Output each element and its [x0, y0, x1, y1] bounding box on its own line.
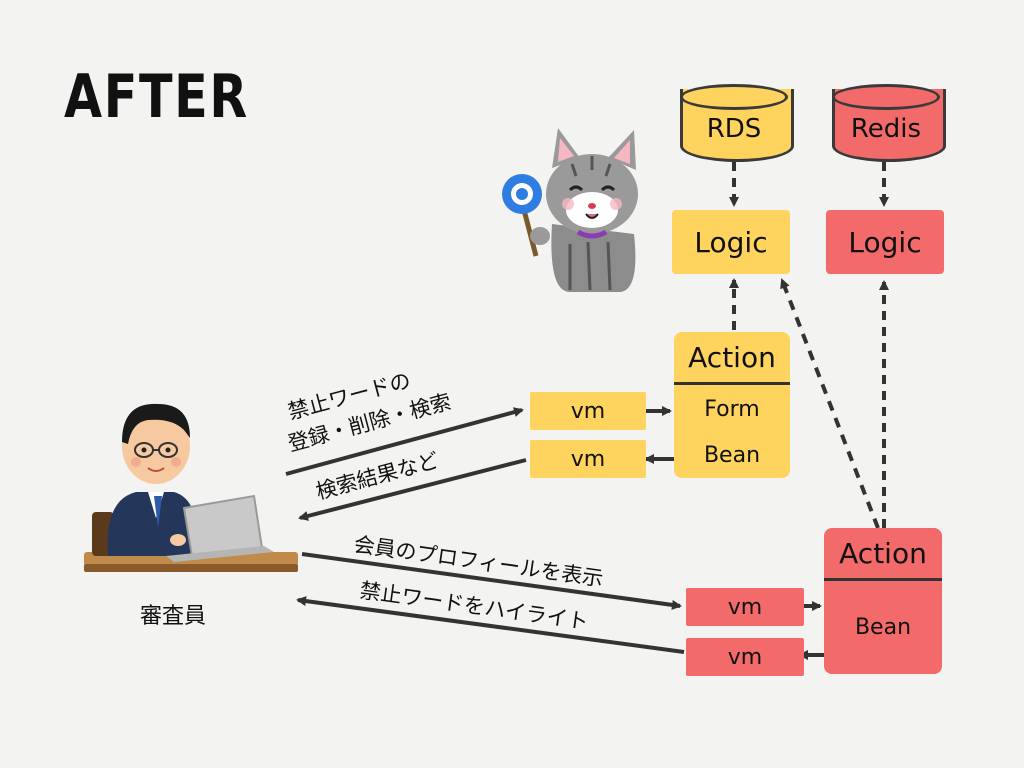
logic-box-yellow: Logic — [672, 210, 790, 274]
vm-box-red-request: vm — [686, 588, 804, 626]
action-box-red: Action Bean — [824, 528, 942, 674]
rds-label: RDS — [706, 114, 762, 144]
action-red-bean-row: Bean — [854, 614, 912, 640]
request-top-arrow — [285, 407, 524, 476]
action-yellow-form-row: Form — [704, 396, 760, 422]
reviewer-person-illustration — [84, 403, 298, 572]
action-red-header: Action — [824, 528, 942, 581]
vm-box-yellow-response: vm — [530, 440, 646, 478]
vm-box-yellow-request: vm — [530, 392, 646, 430]
action-yellow-bean-row: Bean — [703, 442, 761, 468]
action-red-to-logic-yellow-arrow — [780, 278, 880, 529]
response-bottom-arrow — [296, 596, 685, 654]
vm-box-red-response: vm — [686, 638, 804, 676]
slide-title: AFTER — [64, 62, 249, 132]
cat-mascot-illustration — [502, 128, 638, 292]
request-bottom-arrow — [301, 552, 682, 610]
action-yellow-header: Action — [674, 332, 790, 385]
reviewer-label: 審査員 — [140, 604, 207, 629]
rds-database: RDS — [680, 84, 794, 162]
redis-label: Redis — [850, 114, 922, 144]
action-box-yellow: Action Form Bean — [674, 332, 790, 478]
response-top-arrow — [298, 458, 527, 521]
redis-database: Redis — [832, 84, 946, 162]
logic-box-red: Logic — [826, 210, 944, 274]
